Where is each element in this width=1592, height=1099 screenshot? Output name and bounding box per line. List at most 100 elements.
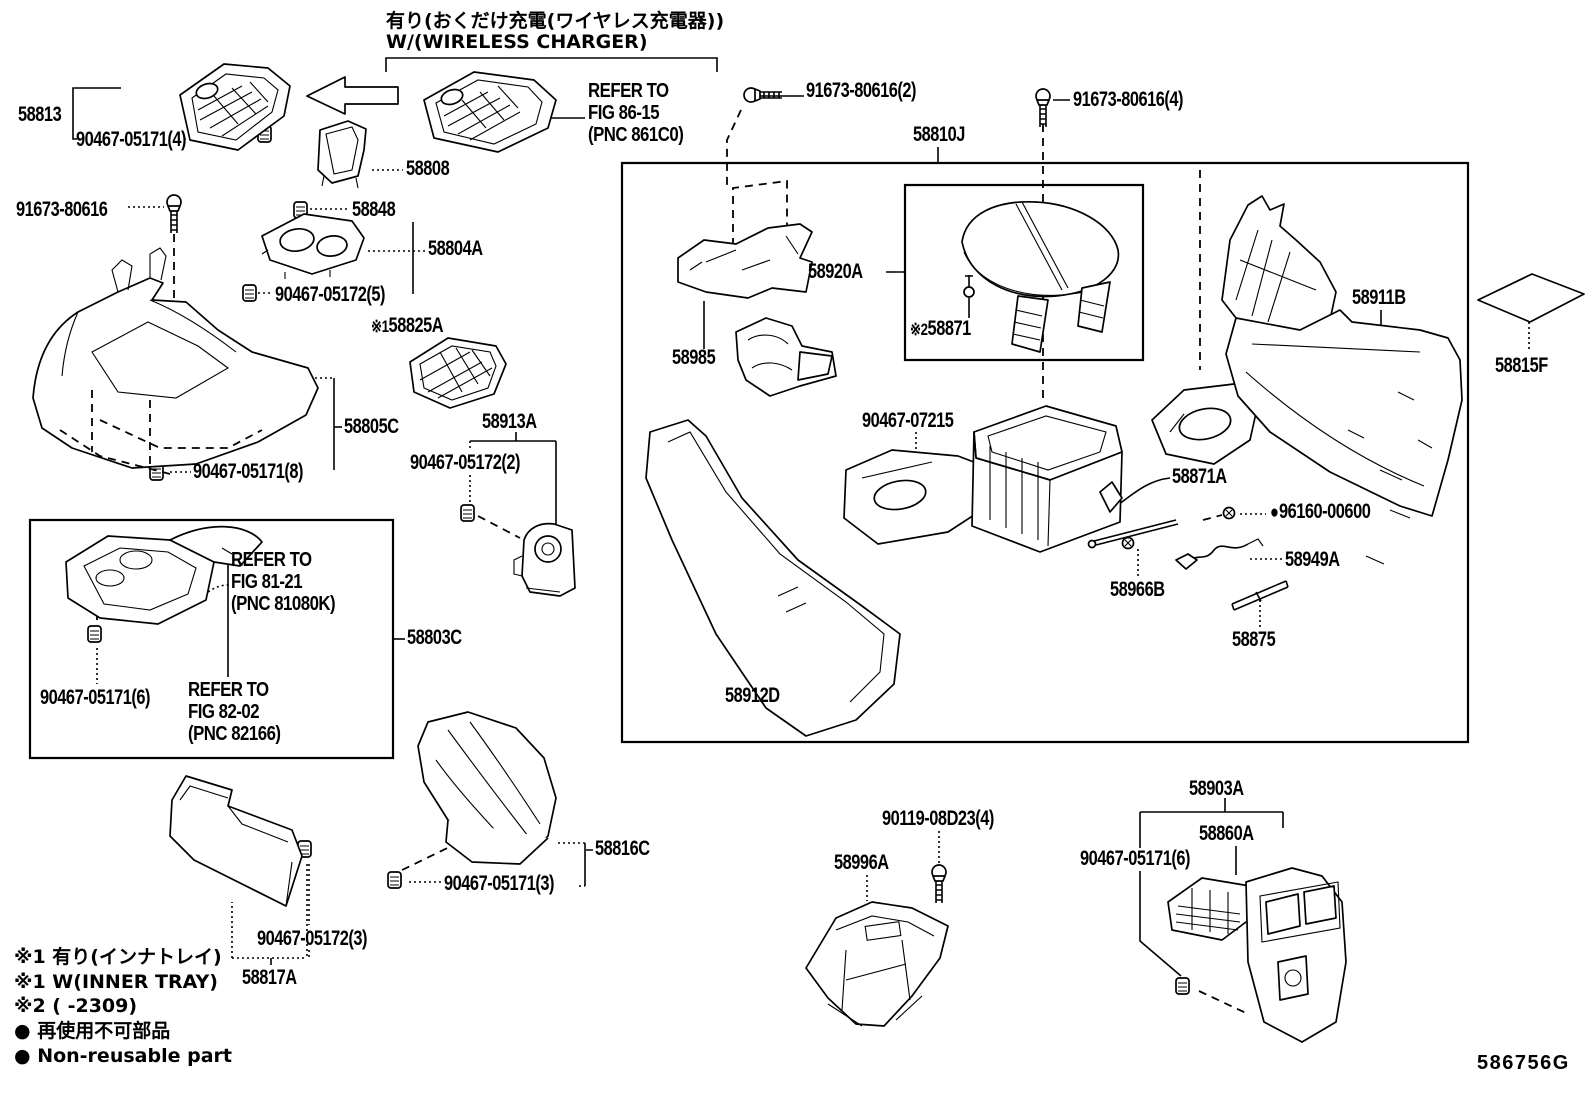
drawing-58860A-grille	[1168, 878, 1254, 940]
note1-mark: ※1	[371, 317, 389, 336]
footnote-line: ● Non-reusable part	[14, 1044, 232, 1067]
part-label-58913A: 58913A	[482, 410, 537, 433]
drawing-carpet-piece	[844, 450, 1000, 544]
part-label-58996A: 58996A	[834, 851, 889, 874]
drawing-console-upper-panel	[33, 248, 318, 474]
drawing-96160-rod	[1089, 520, 1179, 548]
drawing-58912D-side-panel	[646, 420, 900, 736]
drawing-58817A-pad	[170, 776, 302, 906]
part-label-58985: 58985	[672, 346, 716, 369]
part-label-58810J: 58810J	[913, 123, 965, 146]
part-label-58949A: 58949A	[1285, 548, 1340, 571]
drawing-58815F-sheet	[1478, 274, 1584, 322]
reference-line: (PNC 81080K)	[231, 593, 336, 615]
part-label-91673-80616: 91673-80616	[16, 198, 108, 221]
drawing-58913A-holder	[514, 524, 575, 596]
part-drawings	[33, 64, 1584, 1042]
reference-line: REFER TO	[188, 679, 269, 701]
drawing-58949A-wire	[1176, 539, 1263, 569]
drawing-58803C-cupholder	[66, 527, 262, 624]
part-number: 58871	[927, 317, 972, 340]
part-label-58903A: 58903A	[1189, 777, 1244, 800]
part-label-58825A: ※158825A	[371, 314, 444, 337]
header-note-en: W/(WIRELESS CHARGER)	[386, 31, 648, 53]
reference-line: (PNC 82166)	[188, 723, 281, 745]
part-label-58808: 58808	[406, 157, 450, 180]
bolt-icon	[931, 864, 947, 904]
part-label-58871A: 58871A	[1172, 465, 1227, 488]
part-label-58805C: 58805C	[344, 415, 399, 438]
part-label-58860A: 58860A	[1199, 822, 1254, 845]
drawing-duct	[736, 318, 836, 396]
drawing-58920A-armrest-lid	[962, 202, 1118, 352]
drawing-58808-holder	[318, 121, 366, 188]
footnote-line: ※1 有り(インナトレイ)	[14, 946, 222, 968]
part-label-58966B: 58966B	[1110, 578, 1165, 601]
reference-fig-86-15: REFER TO FIG 86-15 (PNC 861C0)	[588, 80, 684, 146]
part-label-58911B: 58911B	[1352, 286, 1406, 309]
drawing-58816C-panel	[418, 712, 556, 864]
part-label-58875: 58875	[1232, 628, 1276, 651]
bolt-icon	[743, 87, 783, 103]
footnote-line: ※1 W(INNER TRAY)	[14, 970, 218, 993]
footnote-line: ● 再使用不可部品	[14, 1020, 171, 1043]
clip-icon	[460, 504, 475, 522]
reference-line: FIG 86-15	[588, 102, 660, 124]
part-label-58815F: 58815F	[1495, 354, 1548, 377]
reference-fig-81-21: REFER TO FIG 81-21 (PNC 81080K)	[231, 549, 336, 615]
reference-line: REFER TO	[231, 549, 312, 571]
drawing-58903A-rear-panel	[1246, 868, 1346, 1042]
part-label-90119-08D23-4: 90119-08D23(4)	[882, 807, 994, 830]
part-label-58920A: 58920A	[808, 260, 863, 283]
part-number: 96160-00600	[1278, 500, 1371, 523]
header-note-jp: 有り(おくだけ充電(ワイヤレス充電器))	[386, 10, 725, 32]
clip-icon	[1175, 977, 1190, 995]
reference-line: REFER TO	[588, 80, 669, 102]
part-label-90467-07215: 90467-07215	[862, 409, 954, 432]
drawing-58813-tray	[180, 64, 290, 150]
drawing-58871A-pad	[1100, 482, 1122, 512]
drawing-58911B-side-panel	[1222, 196, 1462, 564]
part-label-90467-05171-8: 90467-05171(8)	[193, 460, 304, 483]
clip-icon	[387, 871, 402, 889]
part-label-90467-05172-3: 90467-05172(3)	[257, 927, 368, 950]
drawing-58875-rod	[1232, 581, 1288, 610]
part-number: 58825A	[388, 314, 444, 337]
clip-icon	[87, 625, 102, 643]
assembly-box-58920A	[905, 185, 1143, 360]
note2-mark: ※2	[910, 320, 928, 339]
drawing-58996A-bracket	[806, 902, 948, 1026]
part-label-91673-80616-4: 91673-80616(4)	[1073, 88, 1184, 111]
part-label-58817A: 58817A	[242, 966, 297, 989]
bolt-icon	[166, 194, 182, 234]
part-label-96160-00600: ●96160-00600	[1270, 500, 1371, 523]
clip-icon	[242, 284, 257, 302]
screw-icon	[1121, 536, 1135, 550]
assembly-box-58810J	[622, 163, 1468, 742]
part-label-58912D: 58912D	[725, 684, 780, 707]
part-label-58848: 58848	[352, 198, 396, 221]
part-label-58804A: 58804A	[428, 237, 483, 260]
part-label-90467-05171-3: 90467-05171(3)	[444, 872, 555, 895]
part-label-58816C: 58816C	[595, 837, 650, 860]
big-arrow-icon	[307, 77, 398, 114]
reference-line: FIG 82-02	[188, 701, 260, 723]
reference-line: FIG 81-21	[231, 571, 303, 593]
part-label-90467-05172-2: 90467-05172(2)	[410, 451, 521, 474]
footnotes: ※1 有り(インナトレイ) ※1 W(INNER TRAY) ※2 ( -230…	[14, 945, 232, 1068]
screw-icon	[1222, 506, 1236, 520]
part-label-90467-05171-6-left: 90467-05171(6)	[40, 686, 151, 709]
drawing-58985-bracket	[678, 224, 812, 298]
drawing-58825A-inner-tray	[410, 338, 506, 408]
reference-fig-82-02: REFER TO FIG 82-02 (PNC 82166)	[188, 679, 281, 745]
drawing-storage-box	[972, 406, 1122, 552]
part-label-91673-80616-2: 91673-80616(2)	[806, 79, 917, 102]
part-label-90467-05172-5: 90467-05172(5)	[275, 283, 386, 306]
drawing-cup-insert	[1152, 384, 1258, 464]
drawing-58871-pin	[964, 275, 974, 318]
part-label-90467-05171-6-right: 90467-05171(6)	[1080, 847, 1191, 870]
figure-code: 586756G	[1477, 1052, 1570, 1074]
reference-line: (PNC 861C0)	[588, 124, 684, 146]
